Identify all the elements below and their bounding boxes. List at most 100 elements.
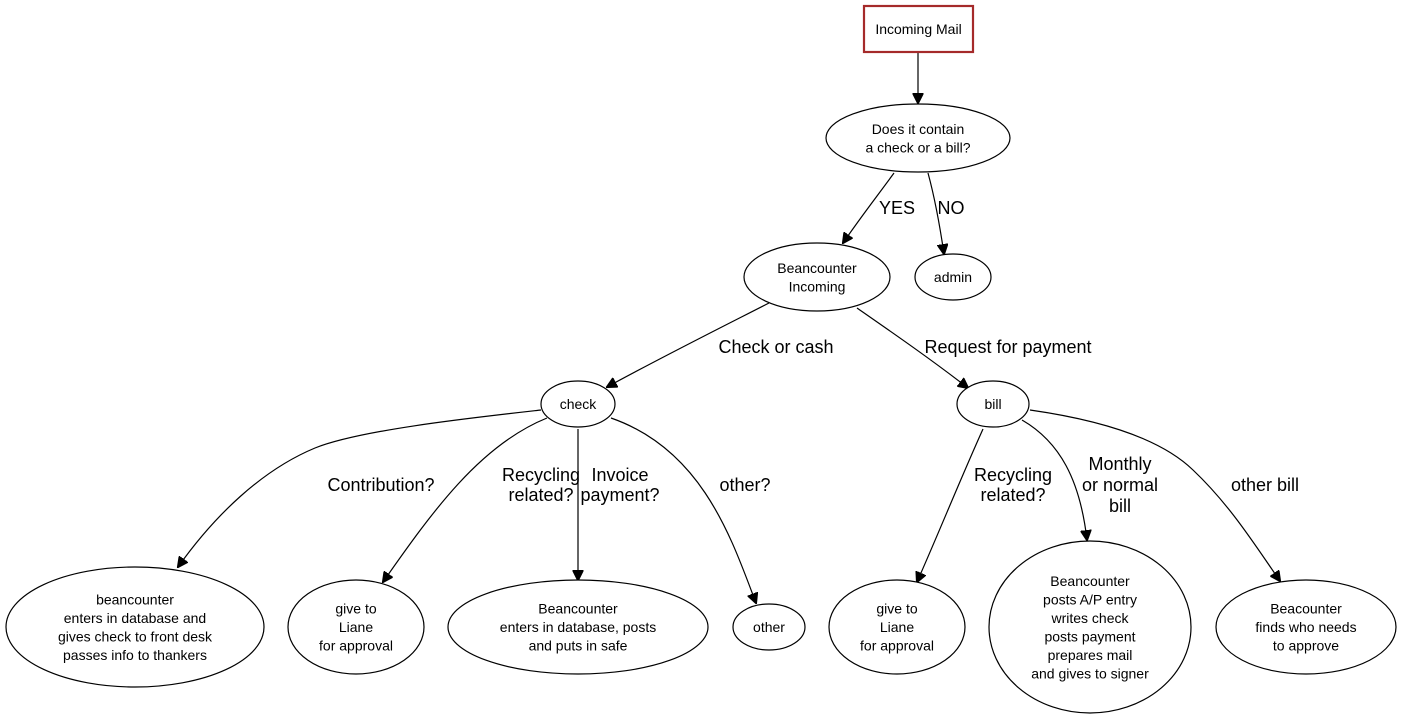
- node-bill-monthly-label-line: and gives to signer: [1031, 665, 1149, 681]
- edge-bill-to-other: [1029, 409, 1280, 581]
- node-admin-label: admin: [934, 269, 972, 285]
- node-bill-label-line: bill: [984, 396, 1001, 412]
- node-question-shape: [825, 103, 1011, 173]
- node-question: Does it contain a check or a bill?: [825, 103, 1011, 173]
- node-check-other-label-line: other: [753, 619, 785, 635]
- node-question-label-line: a check or a bill?: [865, 139, 970, 155]
- node-bill-recycling-label: give to Liane for approval: [860, 601, 934, 654]
- node-check-shape: [540, 380, 616, 428]
- node-check-contribution-label-line: enters in database and: [64, 610, 206, 626]
- edge-label-request-for-payment-line: Request for payment: [924, 337, 1091, 357]
- edge-label-invoice-payment-line: payment?: [580, 485, 659, 505]
- edge-label-bill-recycling-line: related?: [980, 485, 1045, 505]
- node-incoming-mail-label-line: Incoming Mail: [875, 21, 961, 37]
- node-check-invoice-label-line: and puts in safe: [529, 638, 628, 654]
- edge-label-other-bill-line: other bill: [1231, 475, 1299, 495]
- node-bill: bill: [956, 380, 1030, 428]
- node-incoming-mail-box: [862, 4, 975, 54]
- node-bill-other-label-line: Beacounter: [1270, 601, 1342, 617]
- node-check-other-shape: [732, 603, 806, 651]
- edge-label-monthly-line: bill: [1109, 496, 1131, 516]
- nodes: Incoming Mail Does it contain a check or …: [5, 4, 1397, 714]
- node-check-other: other: [732, 603, 806, 651]
- node-bill-monthly-label-line: posts payment: [1044, 628, 1135, 644]
- node-bill-other-shape: [1215, 579, 1397, 675]
- edge-check-to-contribution: [178, 409, 542, 567]
- edge-label-bill-recycling-line: Recycling: [974, 465, 1052, 485]
- edge-bill-to-recycling: [917, 428, 984, 582]
- edge-label-check-recycling-line: related?: [508, 485, 573, 505]
- edge-label-check-other: other?: [719, 475, 770, 495]
- node-admin-shape: [914, 253, 992, 301]
- edge-label-other-bill: other bill: [1231, 475, 1299, 495]
- node-check: check: [540, 380, 616, 428]
- edge-label-monthly-line: or normal: [1082, 475, 1158, 495]
- node-bill-other-label-line: finds who needs: [1255, 619, 1356, 635]
- node-bill-recycling-label-line: give to: [876, 601, 917, 617]
- node-check-contribution-label-line: beancounter: [96, 591, 174, 607]
- node-incoming-mail: Incoming Mail: [862, 4, 975, 54]
- node-check-recycling-label: give to Liane for approval: [319, 601, 393, 654]
- node-check-contribution-label: beancounter enters in database and gives c…: [58, 591, 213, 663]
- node-bill-monthly-label-line: posts A/P entry: [1043, 591, 1137, 607]
- edge-label-yes: YES: [879, 198, 915, 218]
- node-bill-recycling: give to Liane for approval: [828, 579, 966, 675]
- node-bill-monthly-label-line: prepares mail: [1048, 647, 1133, 663]
- node-check-recycling: give to Liane for approval: [287, 579, 425, 675]
- node-check-invoice-label-line: Beancounter: [538, 601, 618, 617]
- node-bill-other: Beacounter finds who needs to approve: [1215, 579, 1397, 675]
- edge-label-request-for-payment: Request for payment: [924, 337, 1091, 357]
- node-bill-monthly-shape: [988, 540, 1192, 714]
- node-check-label-line: check: [560, 396, 598, 412]
- edge-bill-to-monthly: [1021, 419, 1087, 540]
- edge-label-invoice-payment-line: Invoice: [591, 465, 648, 485]
- node-bill-recycling-shape: [828, 579, 966, 675]
- edge-label-monthly-line: Monthly: [1088, 454, 1151, 474]
- node-check-recycling-shape: [287, 579, 425, 675]
- edges: [178, 53, 1280, 603]
- node-bill-label: bill: [984, 396, 1001, 412]
- edge-label-check-recycling-line: Recycling: [502, 465, 580, 485]
- node-question-label: Does it contain a check or a bill?: [865, 121, 970, 156]
- edge-beancounter-to-bill: [856, 307, 968, 388]
- node-check-recycling-label-line: for approval: [319, 638, 393, 654]
- node-bill-recycling-label-line: for approval: [860, 638, 934, 654]
- edge-label-no: NO: [938, 198, 965, 218]
- node-question-label-line: Does it contain: [872, 121, 965, 137]
- node-beancounter-incoming-shape: [743, 242, 891, 312]
- node-check-other-label: other: [753, 619, 785, 635]
- node-check-contribution-label-line: passes info to thankers: [63, 647, 207, 663]
- edge-label-check-other-line: other?: [719, 475, 770, 495]
- node-check-contribution-shape: [5, 566, 265, 688]
- edge-label-contribution-line: Contribution?: [327, 475, 434, 495]
- node-check-recycling-label-line: Liane: [339, 619, 373, 635]
- node-bill-monthly-label-line: Beancounter: [1050, 573, 1130, 589]
- node-check-label: check: [560, 396, 598, 412]
- edge-question-to-admin-no: [927, 172, 944, 254]
- edge-check-to-other: [610, 417, 756, 603]
- edge-check-to-recycling: [383, 417, 548, 582]
- node-check-recycling-label-line: give to: [335, 601, 376, 617]
- node-admin: admin: [914, 253, 992, 301]
- node-bill-other-label-line: to approve: [1273, 638, 1339, 654]
- node-check-contribution-label-line: gives check to front desk: [58, 628, 213, 644]
- edge-beancounter-to-check: [607, 302, 770, 387]
- node-beancounter-incoming-label-line: Beancounter: [777, 260, 857, 276]
- node-admin-label-line: admin: [934, 269, 972, 285]
- edge-label-check-or-cash-line: Check or cash: [718, 337, 833, 357]
- node-beancounter-incoming-label-line: Incoming: [789, 278, 846, 294]
- edge-label-yes-line: YES: [879, 198, 915, 218]
- node-bill-recycling-label-line: Liane: [880, 619, 914, 635]
- node-incoming-mail-label: Incoming Mail: [875, 21, 961, 37]
- edge-label-check-or-cash: Check or cash: [718, 337, 833, 357]
- edge-labels: YES NO Check or cash Request for payment…: [327, 198, 1299, 516]
- edge-label-no-line: NO: [938, 198, 965, 218]
